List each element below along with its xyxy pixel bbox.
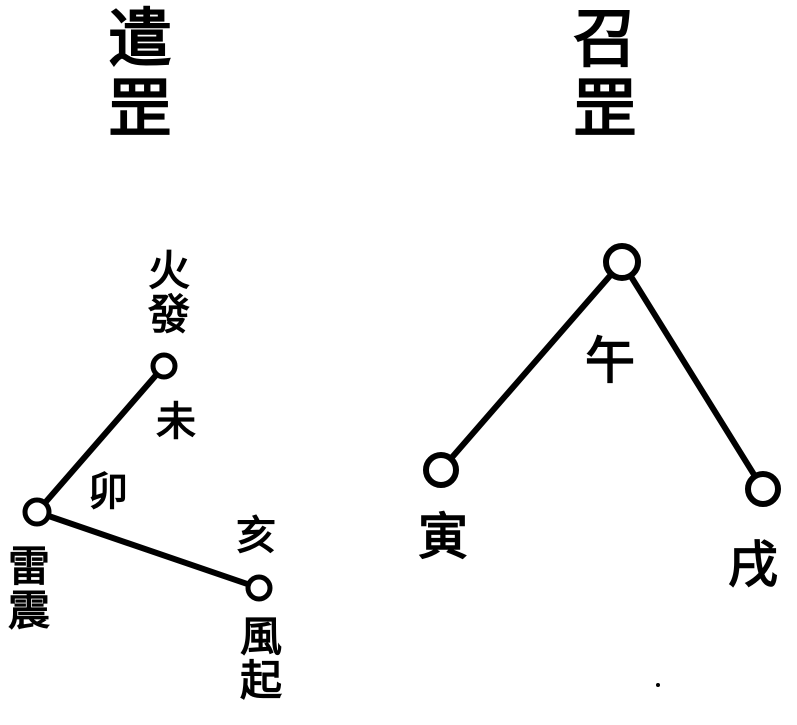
left-title-char-1: 遣: [108, 2, 172, 77]
left-title-char-2: 罡: [108, 72, 172, 147]
left-top-char-1: 火: [148, 246, 191, 295]
right-title-char-2: 罡: [573, 72, 637, 147]
node-right-right-diagram: [745, 471, 781, 507]
right-edge-right: [619, 259, 766, 492]
left-edge-upper: [34, 363, 167, 515]
node-left-left-diagram: [22, 497, 52, 527]
node-right-left-diagram: [245, 574, 273, 602]
node-top-left-diagram: [150, 352, 178, 380]
left-top-node-label: 火 發: [148, 250, 190, 336]
edge-label-lower: 亥: [236, 512, 276, 559]
left-diagram-title: 遣 罡: [108, 8, 172, 142]
left-right-char-1: 風: [240, 612, 283, 661]
left-left-char-1: 雷: [8, 542, 51, 591]
left-edge-lower: [34, 509, 262, 591]
edge-label-middle: 卯: [88, 468, 128, 515]
right-diagram-title: 召 罡: [573, 8, 637, 142]
left-left-node-label: 雷 震: [8, 546, 50, 632]
node-top-right-diagram: [603, 243, 641, 281]
speck-mark: [656, 683, 660, 687]
right-left-node-label: 寅: [418, 507, 468, 566]
right-top-node-label: 午: [585, 331, 635, 390]
left-top-char-2: 發: [148, 290, 191, 339]
left-right-node-label: 風 起: [240, 616, 282, 702]
left-left-char-2: 震: [8, 586, 51, 635]
right-right-node-label: 戌: [728, 535, 778, 594]
right-edge-left: [438, 259, 625, 473]
left-right-char-2: 起: [240, 656, 283, 705]
node-left-right-diagram: [423, 452, 459, 488]
edge-label-upper: 未: [156, 398, 196, 445]
right-title-char-1: 召: [573, 2, 637, 77]
